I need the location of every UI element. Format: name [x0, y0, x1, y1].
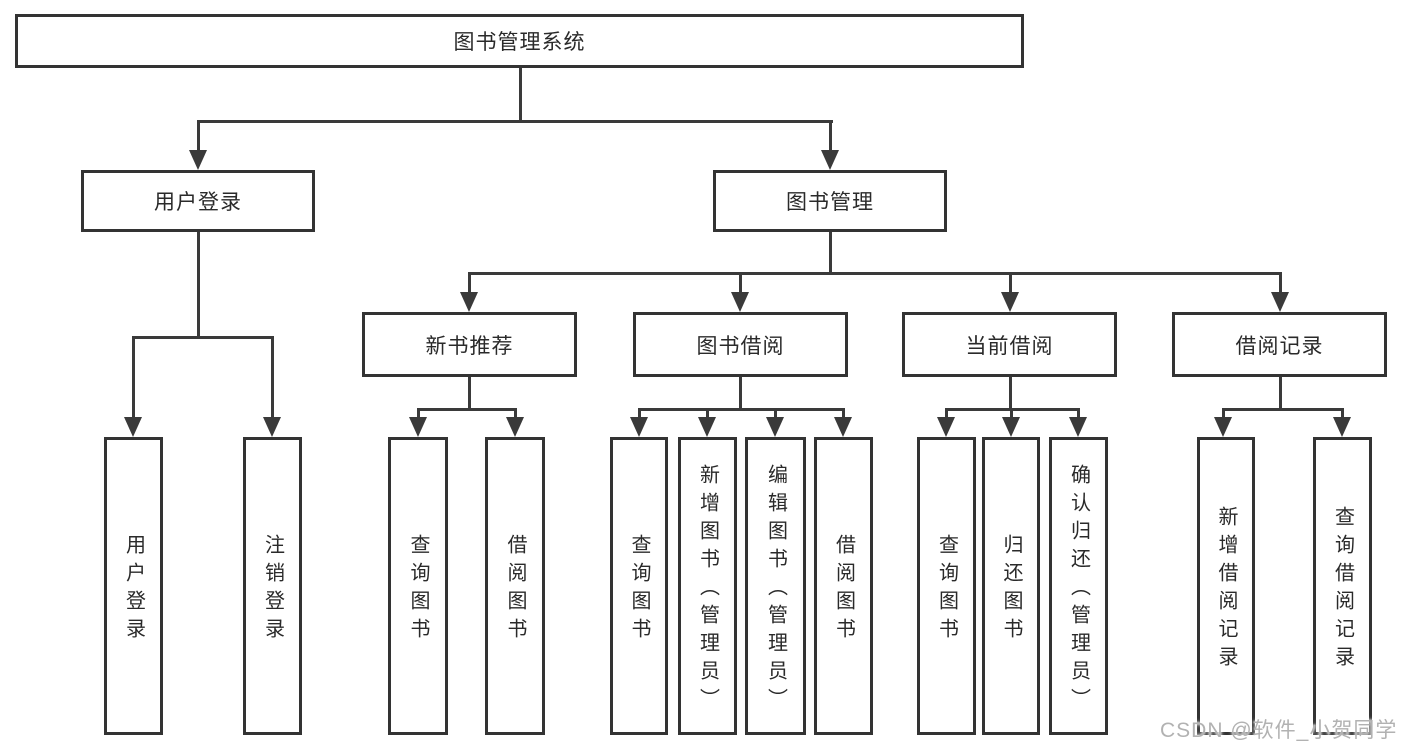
leaf-query-books-current: 查询图书 [917, 437, 976, 735]
connector-leaf-stub [1077, 408, 1080, 420]
leaf-query-books-recommend: 查询图书 [388, 437, 448, 735]
connector-user-login-bar [132, 336, 274, 339]
arrow-down-icon [834, 417, 852, 437]
arrow-down-icon [937, 417, 955, 437]
connector-to-leaf-user-login [132, 336, 135, 420]
arrow-down-icon [263, 417, 281, 437]
arrow-down-icon [124, 417, 142, 437]
connector-to-book-borrow [739, 272, 742, 294]
connector-leaf-stub [417, 408, 420, 420]
arrow-down-icon [821, 150, 839, 170]
node-current-borrow: 当前借阅 [902, 312, 1117, 377]
connector-leaf-stub [1010, 408, 1013, 420]
connector-borrow-records-stem [1279, 377, 1282, 411]
connector-leaf-stub [945, 408, 948, 420]
connector-root-bar [197, 120, 833, 123]
connector-leaf-stub [1222, 408, 1225, 420]
arrow-down-icon [766, 417, 784, 437]
arrow-down-icon [1069, 417, 1087, 437]
connector-root-stem [519, 68, 522, 122]
leaf-query-books-borrow: 查询图书 [610, 437, 668, 735]
leaf-edit-books-admin: 编辑图书（管理员） [745, 437, 806, 735]
watermark: CSDN @软件_小贺同学 [1160, 719, 1398, 742]
connector-book-borrow-bar [638, 408, 845, 411]
leaf-confirm-return-admin: 确认归还（管理员） [1049, 437, 1108, 735]
arrow-down-icon [189, 150, 207, 170]
leaf-borrow-books: 借阅图书 [814, 437, 873, 735]
connector-book-borrow-stem [739, 377, 742, 411]
arrow-down-icon [1333, 417, 1351, 437]
connector-to-book-management [829, 120, 832, 153]
connector-leaf-stub [774, 408, 777, 420]
leaf-logout: 注销登录 [243, 437, 302, 735]
connector-current-borrow-stem [1009, 377, 1012, 411]
leaf-user-login: 用户登录 [104, 437, 163, 735]
connector-to-leaf-logout [271, 336, 274, 420]
connector-leaf-stub [514, 408, 517, 420]
connector-new-book-bar [417, 408, 517, 411]
connector-leaf-stub [706, 408, 709, 420]
node-new-book-recommend: 新书推荐 [362, 312, 577, 377]
node-borrow-records: 借阅记录 [1172, 312, 1387, 377]
leaf-add-books-admin: 新增图书（管理员） [678, 437, 737, 735]
connector-to-new-book [468, 272, 471, 294]
node-book-borrow: 图书借阅 [633, 312, 848, 377]
connector-to-borrow-records [1279, 272, 1282, 294]
leaf-return-books: 归还图书 [982, 437, 1040, 735]
node-user-login: 用户登录 [81, 170, 315, 232]
arrow-down-icon [409, 417, 427, 437]
connector-leaf-stub [638, 408, 641, 420]
leaf-add-borrow-record: 新增借阅记录 [1197, 437, 1255, 735]
connector-new-book-stem [468, 377, 471, 411]
arrow-down-icon [731, 292, 749, 312]
connector-borrow-records-bar [1222, 408, 1344, 411]
arrow-down-icon [1001, 292, 1019, 312]
connector-leaf-stub [842, 408, 845, 420]
arrow-down-icon [506, 417, 524, 437]
node-book-management: 图书管理 [713, 170, 947, 232]
connector-to-user-login [197, 120, 200, 153]
arrow-down-icon [1214, 417, 1232, 437]
arrow-down-icon [1002, 417, 1020, 437]
connector-leaf-stub [1341, 408, 1344, 420]
connector-user-login-stem [197, 232, 200, 339]
connector-book-mgmt-bar [468, 272, 1282, 275]
arrow-down-icon [1271, 292, 1289, 312]
connector-to-current-borrow [1009, 272, 1012, 294]
arrow-down-icon [630, 417, 648, 437]
leaf-query-borrow-record: 查询借阅记录 [1313, 437, 1372, 735]
leaf-borrow-books-recommend: 借阅图书 [485, 437, 545, 735]
arrow-down-icon [460, 292, 478, 312]
node-root-system: 图书管理系统 [15, 14, 1024, 68]
connector-book-mgmt-stem [829, 232, 832, 275]
arrow-down-icon [698, 417, 716, 437]
